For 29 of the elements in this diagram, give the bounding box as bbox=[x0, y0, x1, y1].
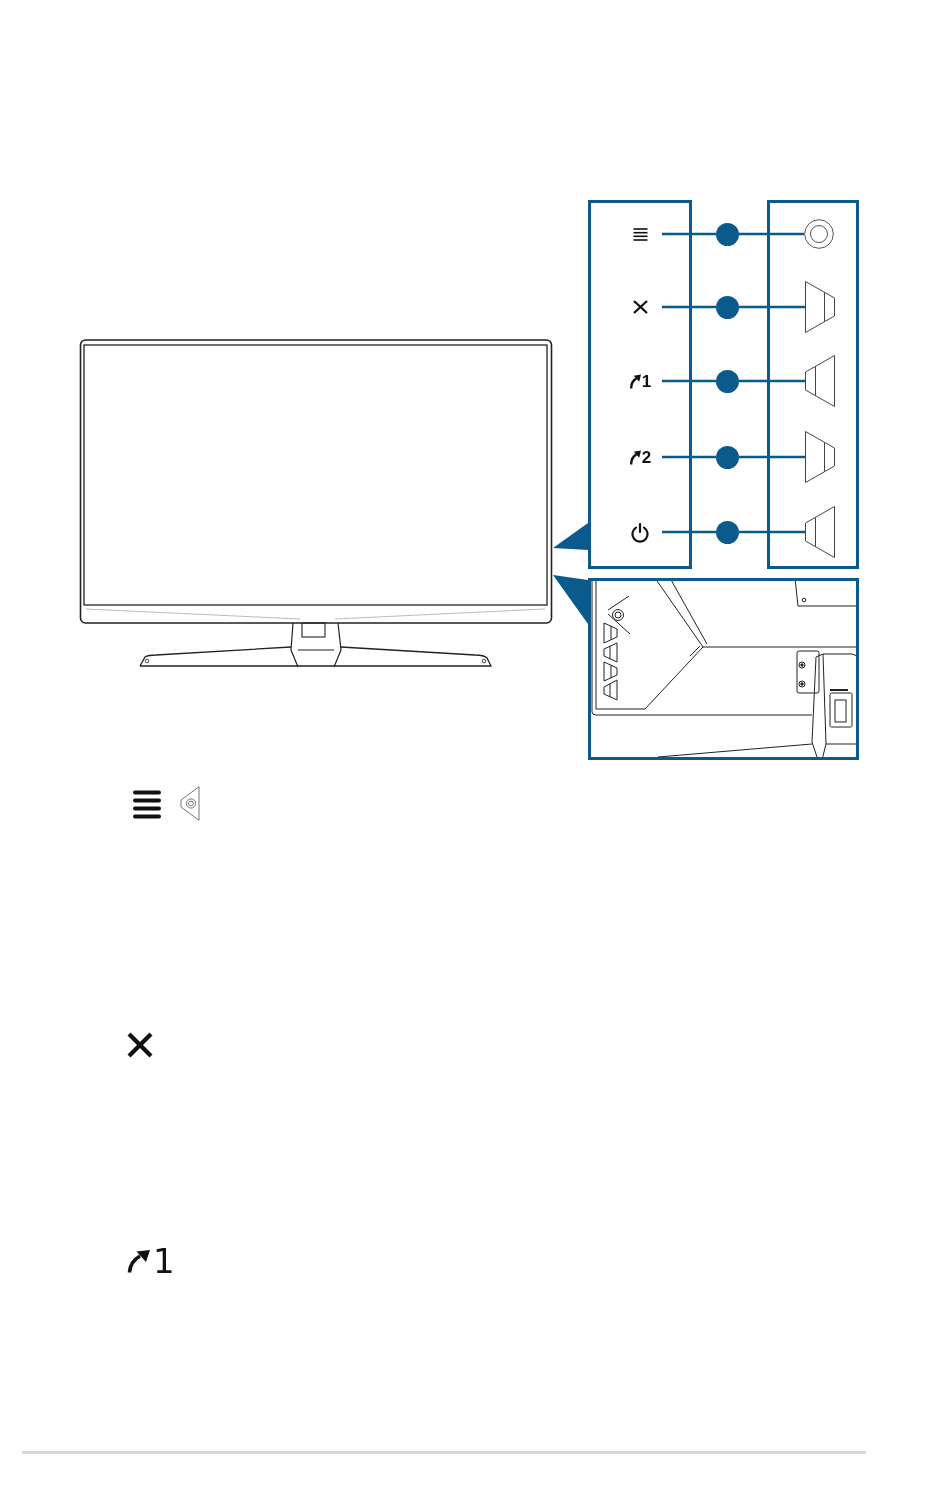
trapezoid-button-icon bbox=[805, 506, 835, 558]
callout-panel bbox=[588, 200, 692, 569]
connector-line bbox=[739, 530, 805, 534]
callout-wedge bbox=[553, 523, 588, 550]
connector-line bbox=[662, 232, 716, 236]
trapezoid-button-icon bbox=[805, 355, 835, 407]
connector-line bbox=[662, 455, 716, 459]
shortcut-number: 1 bbox=[153, 1244, 175, 1278]
connector-line bbox=[662, 530, 716, 534]
callout-wedge bbox=[553, 575, 588, 624]
shortcut-number: 2 bbox=[641, 448, 652, 466]
monitor-front-drawing bbox=[79, 338, 553, 669]
connector-line bbox=[739, 379, 805, 383]
monitor-rear-inset-drawing bbox=[588, 578, 859, 760]
shortcut-number: 1 bbox=[641, 372, 652, 390]
trapezoid-button-icon bbox=[805, 431, 835, 483]
dot-icon bbox=[716, 445, 739, 469]
trapezoid-button-icon bbox=[805, 281, 835, 333]
connector-line bbox=[739, 232, 804, 236]
connector-line bbox=[739, 305, 805, 309]
dot-icon bbox=[716, 369, 739, 393]
callout-panel bbox=[767, 200, 859, 569]
ring-button-icon bbox=[804, 219, 834, 249]
connector-line bbox=[739, 455, 805, 459]
dot-icon bbox=[716, 222, 739, 246]
dot-icon bbox=[716, 520, 739, 544]
connector-line bbox=[662, 305, 716, 309]
dot-icon bbox=[716, 295, 739, 319]
connector-line bbox=[662, 379, 716, 383]
